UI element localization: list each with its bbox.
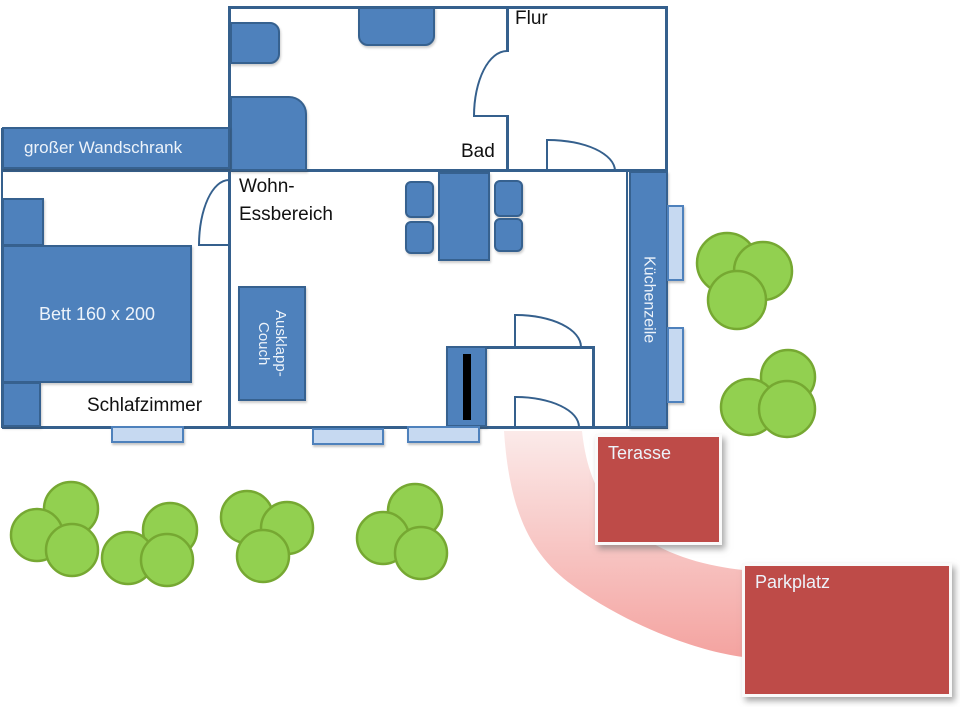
chair-right-1 <box>494 180 523 217</box>
door-leaf-flur <box>546 139 548 172</box>
couch-label-line1: Ausklapp- <box>272 310 289 377</box>
wall-main-horizontal <box>2 169 668 172</box>
door-arc-entry-inner <box>516 314 582 347</box>
door-arc-bedroom <box>198 179 229 245</box>
tree-circle <box>44 522 100 578</box>
tree-circle <box>9 507 65 563</box>
tree-circle <box>759 348 817 406</box>
nightstand-top <box>2 198 44 246</box>
door-arc-flur <box>548 139 616 171</box>
chair-left-1 <box>405 181 434 218</box>
chair-left-2 <box>405 221 434 254</box>
tree-circle <box>100 530 156 586</box>
bed: Bett 160 x 200 <box>2 245 192 383</box>
wohn-label-line1: Wohn- <box>239 176 295 197</box>
tree-circle <box>706 269 768 331</box>
kitchen-label: Küchenzeile <box>640 255 658 344</box>
tree-circle <box>719 377 779 437</box>
shower <box>230 96 307 171</box>
wall-bottom <box>2 426 668 429</box>
tree-circle <box>757 379 817 439</box>
terrace-area: Terasse <box>595 434 722 545</box>
wardrobe-label: großer Wandschrank <box>24 138 183 157</box>
window-living-2 <box>407 426 480 443</box>
wall-entry-top <box>487 346 595 349</box>
room-label-wohn-essbereich: Wohn- Essbereich <box>239 173 333 229</box>
wall-entry-right <box>592 346 595 428</box>
window-kitchen-1 <box>667 205 684 281</box>
window-living-1 <box>312 428 384 445</box>
window-bedroom <box>111 426 184 443</box>
nightstand-bottom <box>2 382 41 427</box>
door-leaf-entry-inner <box>514 314 516 348</box>
window-kitchen-2 <box>667 327 684 403</box>
tree-circle <box>355 510 411 566</box>
tree-circle <box>141 501 199 559</box>
dining-table <box>438 172 490 261</box>
door-leaf-bedroom <box>198 244 230 246</box>
door-arc-bad <box>473 50 507 116</box>
couch-label: Ausklapp- Couch <box>255 310 289 377</box>
wohn-label-line2: Essbereich <box>239 204 333 225</box>
wall-bad-flur-lower <box>506 115 509 172</box>
couch-label-line2: Couch <box>255 321 272 366</box>
chair-right-2 <box>494 218 523 252</box>
fold-out-couch: Ausklapp- Couch <box>238 286 306 401</box>
door-leaf-bad <box>473 115 508 117</box>
tree-circle <box>259 500 315 556</box>
terrace-label: Terasse <box>608 443 672 463</box>
door-arc-entry-outer <box>516 396 580 427</box>
tree-circle <box>386 482 444 540</box>
wall-bad-flur-upper <box>506 6 509 52</box>
tree-circle <box>219 489 275 545</box>
tree-circle <box>139 532 195 588</box>
room-label-schlafzimmer: Schlafzimmer <box>87 395 203 416</box>
kitchen-unit: Küchenzeile <box>629 171 668 428</box>
bed-label: Bett 160 x 200 <box>38 303 156 324</box>
parking-area: Parkplatz <box>742 563 952 697</box>
tree-circle <box>695 231 759 295</box>
wall-kitchen-left <box>626 172 628 426</box>
wall-top <box>230 6 668 9</box>
wardrobe: großer Wandschrank <box>2 127 230 169</box>
bath-fixture-top <box>358 7 435 46</box>
parking-label: Parkplatz <box>755 572 831 592</box>
room-label-flur: Flur <box>515 8 548 29</box>
door-leaf-entry-outer <box>514 396 516 427</box>
tree-circle <box>393 525 449 581</box>
wall-bedroom-living-divider <box>228 6 231 428</box>
tree-circle <box>235 528 291 584</box>
room-label-bad: Bad <box>461 141 495 162</box>
bath-sink <box>230 22 280 64</box>
tree-circle <box>42 480 100 538</box>
tree-circle <box>732 240 794 302</box>
entry-cabinet-mirror <box>463 354 471 420</box>
